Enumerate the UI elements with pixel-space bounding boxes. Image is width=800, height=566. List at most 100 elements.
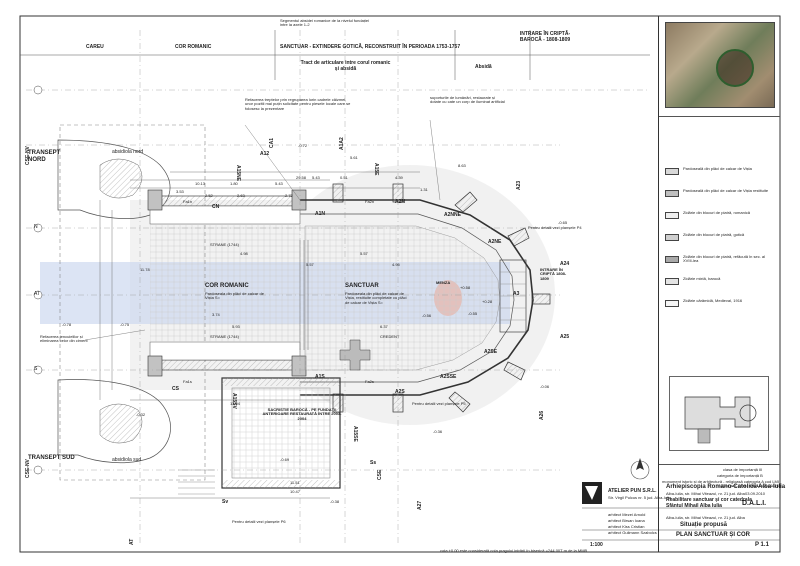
axis-a15e: A15E — [373, 163, 379, 176]
level-minus-0-65: -0.65 — [558, 220, 568, 225]
axis-a1n: A1N — [315, 211, 326, 217]
credente-label: CREDENT — [380, 334, 400, 339]
detail-ref-p5: Pentru detalii vezi planșele P5 — [412, 401, 466, 406]
rebasare-note: Refacerea tencuielilor și eliminarea cel… — [40, 334, 88, 344]
detail-ref-p4: Pentru detalii vezi planșele P4 — [528, 225, 582, 230]
person-1: arhitect Mezei Arnold — [608, 512, 646, 517]
dim-5-61: 5.61 — [350, 155, 358, 160]
axis-label-at-mid: AT — [34, 291, 41, 297]
legend-swatch — [665, 278, 679, 285]
dim-2-72: 2.72 — [285, 193, 293, 198]
main-title: SANCTUAR - EXTINDERE GOTICĂ, RECONSTRUIT… — [280, 44, 461, 50]
level-minus-0-56: -0.56 — [422, 313, 432, 318]
legend-swatch — [665, 190, 679, 197]
dim-5-57-a: 5.57 — [360, 251, 368, 256]
legend-item: Zidărie din blocuri de piatră, romanică — [665, 210, 777, 228]
axis-at-bottom: AT — [129, 538, 135, 545]
dim-5-43-b: 5.43 — [312, 175, 320, 180]
legend-item: Zidărie cărămidă, Medieval, 1916 — [665, 298, 777, 316]
axis-fa1s: Fa1s — [183, 379, 192, 384]
level-minus-0-36: -0.36 — [433, 429, 443, 434]
legend-swatch — [665, 168, 679, 175]
highlight-circle-icon — [716, 49, 754, 87]
top-note: Segmentul absidei romanice de la nivelul… — [280, 18, 369, 28]
person-4: arhitect Gulimann Szabolcs — [608, 530, 657, 535]
project-number: 901 — [752, 483, 759, 488]
aerial-photo — [665, 22, 775, 108]
dim-5-43-a: 5.43 — [275, 181, 283, 186]
situation-label: Situație propusă — [680, 522, 728, 528]
dim-3-74: 3.74 — [212, 312, 220, 317]
axis-a2se: A2SE — [484, 349, 498, 355]
legend-label: Zidărie din blocuri de piatră, romanică — [683, 210, 750, 215]
sanctuar-floor-note: Pardoseala din plăci de calcar de Vișta,… — [345, 291, 407, 305]
legend-label: Zidărie din blocuri de piatră, gotică — [683, 232, 745, 237]
axis-a12: A12 — [260, 151, 270, 157]
dim-4-39: 4.39 — [395, 175, 403, 180]
axis-cse: CSE — [377, 469, 383, 480]
dim-5-93: 5.93 — [232, 324, 240, 329]
dim-6-37: 6.37 — [380, 324, 388, 329]
dim-4-95: 4.95 — [392, 262, 400, 267]
dim-1-80: 1.80 — [230, 181, 238, 186]
legend-label: Zidărie din blocuri de piatră, refăcută … — [683, 254, 766, 264]
axis-a27: A27 — [417, 500, 423, 510]
absidiola-sud-label: absidiola sud — [112, 457, 142, 463]
crypt-title: INTRARE ÎN CRIPTĂ- BAROCĂ - 1808-1809 — [519, 31, 571, 43]
dim-3-53: 3.53 — [176, 189, 184, 194]
axis-cs: CS — [172, 386, 179, 392]
level-minus-0-32: -0.32 — [136, 412, 146, 417]
dim-10-47: 10.47 — [290, 489, 301, 494]
legend-label: Zidărie cărămidă, Medieval, 1916 — [683, 298, 743, 303]
axis-a3: A3 — [513, 291, 520, 297]
sacristie-label: SACRISTIE BAROCĂ - PE FUNDAȚII ANTERIOAR… — [262, 407, 342, 421]
axis-a1a2: A1A2 — [339, 137, 345, 150]
careu-label: CAREU — [86, 44, 104, 50]
legend-label: Pardoseală din plăci de calcar de Vișta … — [683, 188, 769, 193]
absida-label: Absidă — [475, 64, 492, 70]
axis-a25: A25 — [560, 334, 570, 340]
level-minus-0-69: -0.69 — [280, 457, 290, 462]
axis-cn: CN — [212, 204, 220, 210]
project-address: Alba-Iulia, str. Mihai Viteazul, nr. 21 … — [666, 515, 745, 520]
dim-0-51: 0.51 — [340, 175, 348, 180]
floor-note: Refacerea treptelor prin regruparea lori… — [245, 97, 351, 111]
axis-a24: A24 — [560, 261, 570, 267]
project-date: 03.09.2010 — [745, 491, 766, 496]
axis-fa2s: Fa2s — [365, 379, 374, 384]
cor-floor-note: Pardoseala din plăci de calcar de Vișta … — [205, 291, 264, 301]
dim-2-52: 2.52 — [205, 193, 213, 198]
dim-11-51: 11.51 — [290, 480, 300, 485]
absidiola-nord-label: absidiola nord — [112, 149, 144, 155]
strane-south-label: STRANE (1744) — [210, 334, 239, 339]
bottom-note: cota ±0.00 este considerată cota pragulu… — [440, 548, 588, 553]
legend-item: Zidărie din blocuri de piatră, gotică — [665, 232, 777, 250]
level-plus-0-58: +0.58 — [460, 285, 471, 290]
legend-swatch — [665, 256, 679, 263]
beneficiary-name: Arhiepiscopia Romano-Catolică Alba-Iulia — [666, 484, 786, 490]
legend-item: Pardoseală din plăci de calcar de Vișta … — [665, 188, 777, 206]
dim-10-13: 10.13 — [195, 181, 206, 186]
crypt-entrance-label: INTRARE ÎN CRIPTĂ 1808-1809 — [540, 267, 567, 281]
firm-name: ATELIER PUN S.R.L. — [608, 488, 657, 494]
level-plus-0-28: +0.28 — [482, 299, 493, 304]
axis-label-cse-nv-top: CSE-NV — [25, 146, 31, 165]
axis-a2nne: A2NNE — [444, 212, 461, 218]
dim-2-63: 2.63 — [237, 193, 245, 198]
axis-a15ne: A15NE — [235, 165, 241, 182]
scale-label: 1:100 — [590, 542, 603, 548]
transept-nord-label: TRANSEPT NORD — [28, 150, 61, 163]
axis-a1s: A1S — [315, 374, 325, 380]
axis-ca1: CA1 — [269, 137, 275, 148]
legend-label: Zidărie mixtă, barocă — [683, 276, 721, 281]
detail-ref-p6: Pentru detalii vezi planșele P6 — [232, 519, 286, 524]
legend-swatch — [665, 212, 679, 219]
dim-11-78: 11.78 — [140, 267, 150, 272]
axis-a2s: A2S — [395, 389, 405, 395]
axis-a15se: A15SE — [352, 426, 358, 442]
legend-item: Zidărie mixtă, barocă — [665, 276, 777, 294]
